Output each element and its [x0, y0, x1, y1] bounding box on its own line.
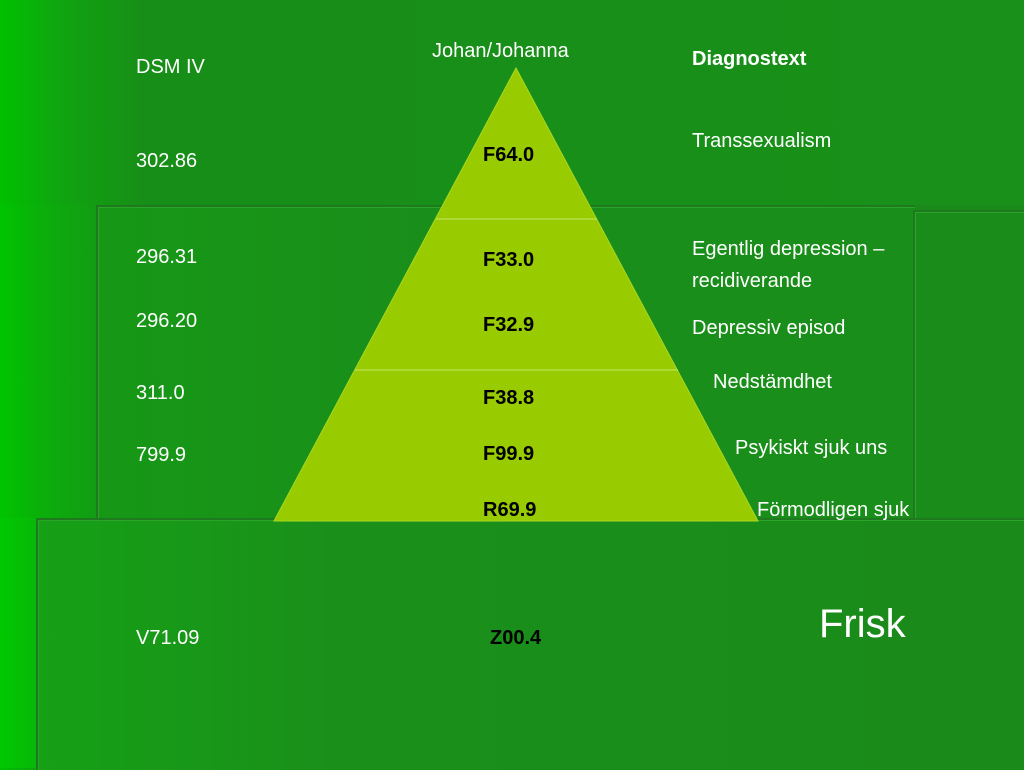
dsm-code: 311.0 — [136, 382, 185, 404]
icd-code: F64.0 — [483, 144, 535, 166]
background-band-bottom — [36, 518, 1024, 770]
icd-code: F32.9 — [483, 314, 535, 336]
diagnosis-column-header: Diagnostext — [692, 48, 807, 70]
pyramid-shape — [273, 66, 759, 522]
dsm-code: 799.9 — [136, 444, 187, 466]
background-strip-left — [0, 205, 96, 518]
icd-code: Z00.4 — [490, 627, 542, 649]
diagnosis-label: Transsexualism — [692, 130, 832, 152]
diagnosis-label: recidiverande — [692, 270, 813, 292]
dsm-code: 296.20 — [136, 310, 198, 332]
icd-code: F99.9 — [483, 443, 535, 465]
icd-code: R69.9 — [483, 499, 537, 521]
healthy-label: Frisk — [819, 602, 906, 646]
diagnosis-label: Nedstämdhet — [713, 371, 832, 393]
icd-code: F38.8 — [483, 387, 535, 409]
dsm-column-header: DSM IV — [136, 56, 205, 78]
dsm-code: 302.86 — [136, 150, 198, 172]
background-strip-left-bottom — [0, 518, 36, 768]
icd-code: F33.0 — [483, 249, 535, 271]
diagnosis-label: Depressiv episod — [692, 317, 846, 339]
diagnosis-label: Psykiskt sjuk uns — [735, 437, 888, 459]
pyramid-title: Johan/Johanna — [432, 40, 569, 62]
background-band-middle-right — [913, 210, 1024, 520]
diagnosis-label: Förmodligen sjuk — [757, 499, 910, 521]
dsm-code: V71.09 — [136, 627, 200, 649]
diagnosis-label: Egentlig depression – — [692, 238, 885, 260]
dsm-code: 296.31 — [136, 246, 198, 268]
